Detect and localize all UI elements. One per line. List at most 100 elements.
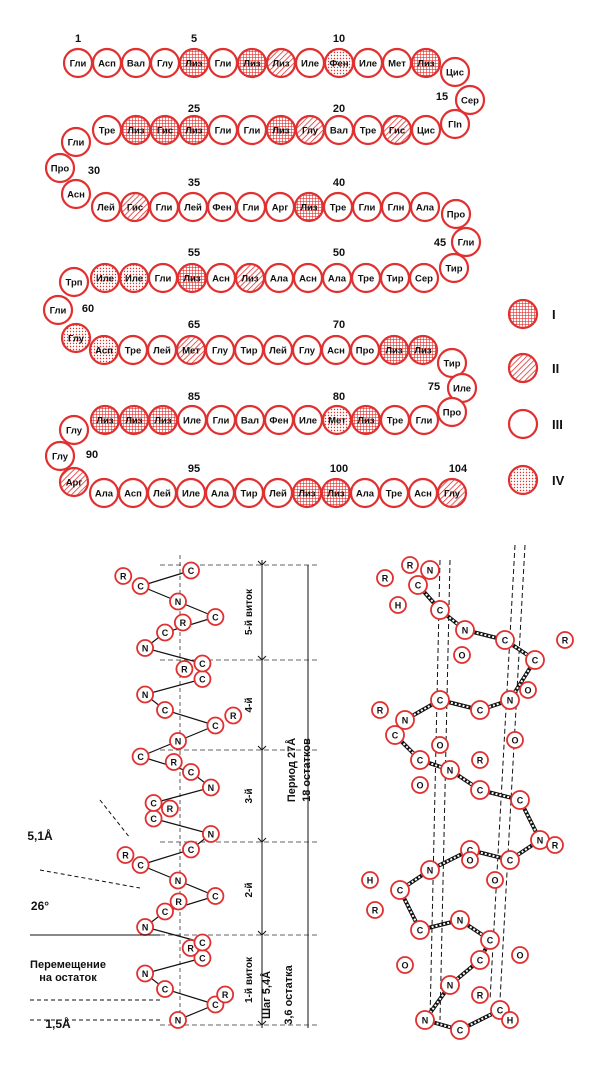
residue: Асн: [205, 262, 237, 294]
svg-text:H: H: [507, 1016, 514, 1026]
residue: Тир: [379, 262, 411, 294]
svg-text:C: C: [199, 675, 206, 685]
svg-text:Глу: Глу: [212, 346, 229, 357]
svg-text:H: H: [367, 876, 374, 886]
svg-text:Тир: Тир: [240, 346, 257, 357]
rise-value: 1,5Å: [45, 1016, 71, 1031]
svg-text:Гис: Гис: [127, 203, 143, 214]
svg-text:Ала: Ала: [95, 489, 114, 500]
residue: Арг: [58, 466, 90, 498]
svg-text:R: R: [222, 990, 229, 1000]
residue: Гли: [62, 47, 94, 79]
atom: R: [116, 846, 135, 864]
residue-number: 95: [188, 463, 200, 475]
atom: O: [486, 871, 504, 889]
residue: Лиз: [291, 477, 323, 509]
residue: Асп: [88, 334, 120, 366]
svg-text:R: R: [167, 804, 174, 814]
residue: Тре: [117, 334, 149, 366]
atom: N: [450, 910, 470, 930]
svg-text:Гли: Гли: [416, 416, 433, 427]
svg-text:Глу: Глу: [157, 59, 174, 70]
residue: Глу: [204, 334, 236, 366]
svg-text:O: O: [516, 951, 523, 961]
svg-text:Гли: Гли: [215, 59, 232, 70]
residue: Вал: [234, 404, 266, 436]
svg-text:C: C: [437, 696, 444, 706]
residue-number: 70: [333, 319, 345, 331]
residue: Ала: [88, 477, 120, 509]
svg-text:Асн: Асн: [212, 274, 230, 285]
svg-text:Лей: Лей: [269, 346, 287, 357]
svg-text:Лиз: Лиз: [183, 274, 201, 285]
pitch-sub-label: 3,6 остатка: [283, 964, 295, 1024]
residue: Тре: [379, 404, 411, 436]
svg-text:Асп: Асп: [98, 59, 116, 70]
svg-text:C: C: [477, 786, 484, 796]
residue: Тир: [436, 347, 468, 379]
residue: Лиз: [118, 404, 150, 436]
atom: C: [156, 902, 174, 921]
svg-text:R: R: [562, 636, 569, 646]
svg-text:C: C: [199, 659, 206, 669]
svg-text:Глу: Глу: [299, 346, 316, 357]
atom: C: [470, 950, 490, 970]
atom: N: [440, 760, 460, 780]
svg-text:Лиз: Лиз: [125, 416, 143, 427]
svg-text:Иле: Иле: [183, 416, 201, 427]
residue: Мет: [321, 404, 353, 436]
svg-text:Гли: Гли: [359, 203, 376, 214]
svg-text:C: C: [517, 796, 524, 806]
residue: Асн: [320, 334, 352, 366]
svg-text:Асн: Асн: [67, 190, 85, 201]
residue: Лей: [146, 334, 178, 366]
atom: R: [401, 556, 419, 574]
residue: Гли: [207, 114, 239, 146]
atom: R: [169, 892, 188, 911]
residue: Мет: [381, 47, 413, 79]
atom: C: [206, 887, 225, 905]
period-sub-label: 18 остатков: [301, 738, 313, 802]
svg-text:Лиз: Лиз: [357, 416, 375, 427]
residue: Тир: [233, 477, 265, 509]
svg-text:N: N: [462, 626, 469, 636]
residue: Мет: [175, 334, 207, 366]
svg-text:Про: Про: [443, 408, 462, 419]
residue: Иле: [292, 404, 324, 436]
svg-text:Про: Про: [356, 346, 375, 357]
residue-number: 55: [188, 247, 200, 259]
svg-text:N: N: [142, 969, 149, 979]
svg-text:Тир: Тир: [445, 264, 462, 275]
residue: Иле: [352, 47, 384, 79]
atom: C: [206, 716, 225, 735]
residue: Ала: [349, 477, 381, 509]
residue: Асн: [60, 178, 92, 210]
svg-text:R: R: [175, 897, 182, 907]
svg-text:Асн: Асн: [414, 489, 432, 500]
svg-text:R: R: [407, 561, 414, 571]
svg-text:Тир: Тир: [386, 274, 403, 285]
residue: Лиз: [407, 334, 439, 366]
svg-text:N: N: [447, 981, 454, 991]
svg-text:Лиз: Лиз: [272, 126, 290, 137]
svg-text:Арг: Арг: [66, 478, 83, 489]
residue-number: 80: [333, 391, 345, 403]
atom: N: [440, 975, 460, 995]
residue-number: 15: [436, 91, 448, 103]
svg-text:Гли: Гли: [68, 138, 85, 149]
residue: Арг: [264, 191, 296, 223]
atom: O: [453, 646, 471, 664]
svg-text:C: C: [137, 752, 144, 762]
svg-text:Лей: Лей: [97, 203, 115, 214]
atom: N: [169, 871, 187, 890]
svg-text:O: O: [436, 741, 443, 751]
atom: C: [470, 700, 490, 720]
atom: R: [173, 613, 192, 632]
atom: C: [410, 920, 430, 940]
svg-text:O: O: [524, 686, 531, 696]
residue: Иле: [118, 262, 150, 294]
svg-text:R: R: [477, 991, 484, 1001]
svg-text:Ала: Ала: [211, 489, 230, 500]
svg-text:C: C: [212, 613, 219, 623]
